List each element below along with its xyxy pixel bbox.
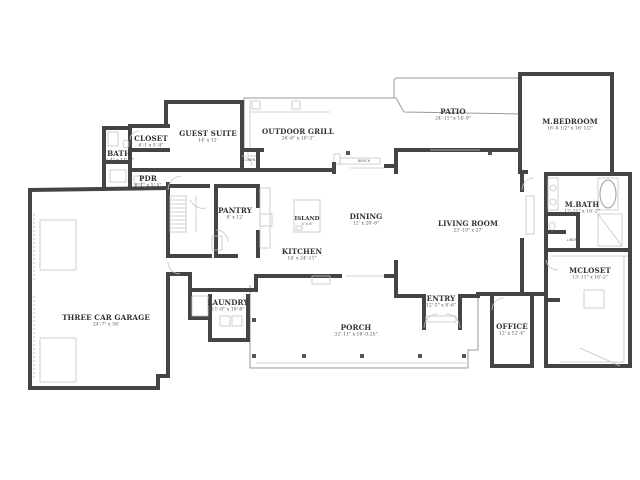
fixture-linen-label: LINEN — [245, 158, 256, 162]
room-dimension-entry: 12'-3" x 8'-6" — [426, 303, 456, 309]
room-dimension-three-car-garage: 24'-7" x 38' — [93, 322, 119, 328]
room-dimension-m-bedroom: 16'-6 1/2" x 16' 1/2" — [547, 126, 593, 132]
room-name-m-bath: M.BATH — [565, 200, 600, 209]
room-name-dining: DINING — [350, 212, 383, 221]
room-name-m-bedroom: M.BEDROOM — [542, 117, 598, 126]
room-name-porch: PORCH — [341, 323, 372, 332]
fixture-island-label: ISLAND — [295, 216, 320, 222]
room-name-kitchen: KITCHEN — [282, 247, 323, 256]
room-name-living-room: LIVING ROOM — [438, 219, 498, 228]
room-name-outdoor-grill: OUTDOOR GRILL — [262, 127, 334, 136]
stairs — [169, 195, 207, 233]
room-dimension-laundry: 11'-0" x 10'-8" — [212, 307, 245, 313]
room-dimension-m-closet: 13'-11" x 16'-2" — [572, 275, 608, 281]
fixture-bench-label: BENCH — [358, 159, 371, 163]
room-name-laundry: LAUNDRY — [207, 298, 249, 307]
room-dimension-bath: 5'-4" x 11'-4" — [104, 158, 134, 164]
room-name-bath: BATH — [107, 149, 131, 158]
room-name-m-closet: MCLOSET — [569, 266, 611, 275]
room-name-office: OFFICE — [496, 322, 528, 331]
room-dimension-closet: 6'-1 x 5'-4" — [139, 143, 164, 149]
fixtures — [33, 130, 628, 383]
room-dimension-dining: 12' x 20'-6" — [353, 221, 379, 227]
room-name-pantry: PANTRY — [218, 206, 253, 215]
room-dimension-guest-suite: 14' x 12' — [198, 138, 218, 144]
room-dimension-pdr: 6'-1" x 5'-5" — [134, 183, 161, 189]
room-name-entry: ENTRY — [427, 294, 457, 303]
room-dimension-office: 12' x 12'-4" — [499, 331, 525, 337]
room-dimension-porch: 32'-11" x 16'-0.25" — [334, 332, 377, 338]
room-name-three-car-garage: THREE CAR GARAGE — [62, 313, 150, 322]
bathtub — [599, 179, 617, 209]
room-dimension-pantry: 8' x 12' — [227, 215, 244, 221]
fixture-island-dimension: 4' x 8' — [302, 222, 313, 226]
room-dimension-outdoor-grill: 26'-6" x 10'-3" — [282, 136, 315, 142]
walls — [28, 72, 632, 390]
room-dimension-living-room: 23'-10" x 27' — [453, 228, 482, 234]
room-dimension-m-bath: 12'-11" x 16'-2" — [564, 209, 600, 215]
fixture-linen-mbath-label: LINEN — [567, 238, 578, 242]
island-outline — [293, 199, 321, 233]
room-name-guest-suite: GUEST SUITE — [179, 129, 237, 138]
room-name-patio: PATIO — [440, 107, 466, 116]
room-dimension-kitchen: 14' x 24'-11" — [287, 256, 316, 262]
room-name-closet: CLOSET — [134, 134, 168, 143]
room-name-pdr: PDR — [139, 174, 158, 183]
room-dimension-patio: 24'-11" x 14'-9" — [435, 116, 471, 122]
